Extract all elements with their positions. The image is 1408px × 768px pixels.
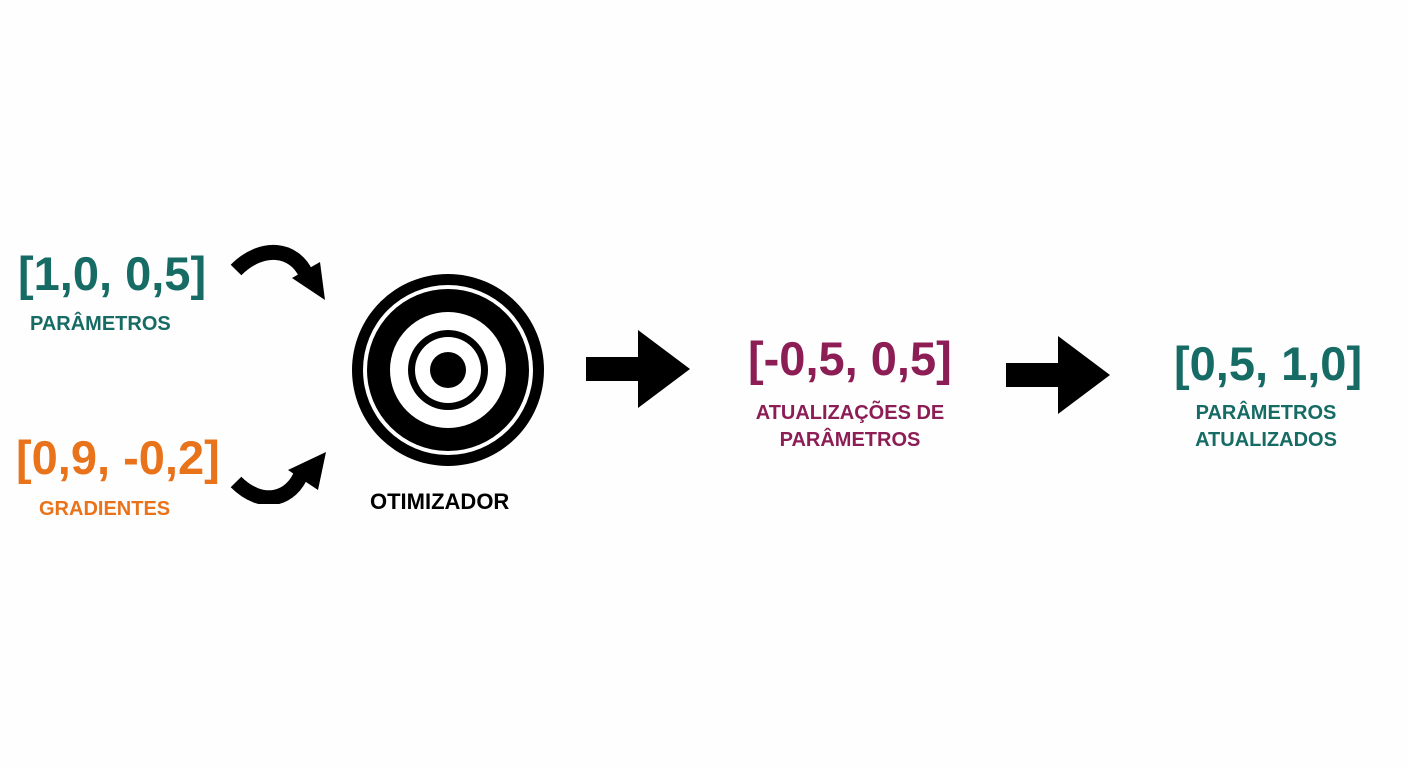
- parameters-label: PARÂMETROS: [30, 313, 171, 335]
- updates-label: ATUALIZAÇÕES DE PARÂMETROS: [730, 400, 970, 454]
- curved-arrow-top-icon: [230, 245, 325, 300]
- updated-parameters-label-line-1: PARÂMETROS: [1195, 402, 1337, 424]
- updated-parameters-label-line-2: ATUALIZADOS: [1195, 429, 1337, 451]
- curved-arrow-bottom-icon: [230, 452, 326, 504]
- right-arrow-icon: [1006, 336, 1110, 414]
- updates-vector: [-0,5, 0,5]: [748, 332, 952, 385]
- updates-label-line-1: ATUALIZAÇÕES DE: [755, 402, 945, 424]
- parameters-vector: [1,0, 0,5]: [18, 247, 207, 300]
- right-arrow-icon: [586, 330, 690, 408]
- optimizer-label: OTIMIZADOR: [370, 489, 510, 514]
- updated-parameters-label: PARÂMETROS ATUALIZADOS: [1146, 400, 1386, 454]
- updated-parameters-vector: [0,5, 1,0]: [1174, 337, 1363, 390]
- target-icon: [352, 274, 544, 466]
- gradients-vector: [0,9, -0,2]: [16, 431, 220, 484]
- updates-label-line-2: PARÂMETROS: [779, 429, 921, 451]
- gradients-label: GRADIENTES: [39, 498, 171, 520]
